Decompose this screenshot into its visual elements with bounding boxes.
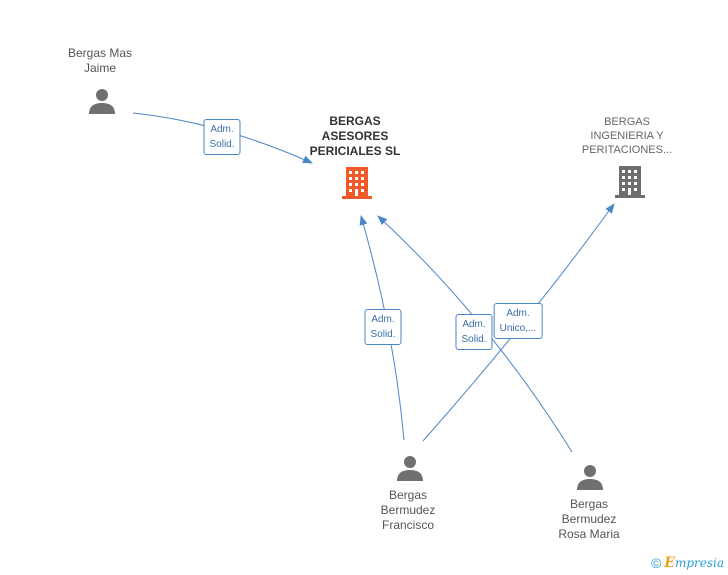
node-label-line: BERGAS bbox=[604, 116, 650, 128]
edge-label-line: Solid. bbox=[209, 139, 235, 150]
node-label-line: Jaime bbox=[83, 61, 116, 75]
node-label-line: Bergas Mas bbox=[67, 46, 133, 60]
brand-footer[interactable]: © Empresia bbox=[651, 555, 724, 571]
node-label-line: INGENIERIA Y bbox=[590, 130, 664, 142]
node-label-line: PERICIALES SL bbox=[309, 144, 401, 158]
person-icon[interactable] bbox=[89, 89, 115, 114]
copyright-icon: © bbox=[650, 555, 662, 571]
edge-label-line: Solid. bbox=[461, 334, 487, 345]
node-label-line: Rosa Maria bbox=[558, 527, 620, 541]
edge-label-jaime-focus[interactable]: Adm. Solid. bbox=[203, 119, 241, 155]
edge-label-line: Adm. bbox=[371, 314, 395, 325]
edge-label-line: Adm. bbox=[462, 319, 486, 330]
node-label-line: BERGAS bbox=[329, 114, 381, 128]
edge-label-line: Solid. bbox=[370, 329, 396, 340]
node-label-focus-company[interactable]: BERGAS ASESORES PERICIALES SL bbox=[310, 114, 401, 159]
brand-initial: E bbox=[664, 555, 675, 571]
building-icon[interactable] bbox=[342, 167, 372, 199]
node-label-line: ASESORES bbox=[321, 129, 389, 143]
brand-logo: Empresia bbox=[664, 555, 724, 571]
building-icon[interactable] bbox=[615, 166, 645, 198]
person-icon[interactable] bbox=[397, 456, 423, 481]
node-label-line: Bergas bbox=[388, 488, 428, 502]
node-label-line: PERITACIONES... bbox=[581, 144, 673, 156]
node-label-rosa[interactable]: Bergas Bermudez Rosa Maria bbox=[558, 497, 619, 542]
edge-label-francisco-focus[interactable]: Adm. Solid. bbox=[364, 309, 402, 345]
node-label-line: Francisco bbox=[381, 518, 435, 532]
node-label-line: Bermudez bbox=[380, 503, 436, 517]
node-label-ingenieria[interactable]: BERGAS INGENIERIA Y PERITACIONES... bbox=[582, 115, 672, 157]
node-label-jaime[interactable]: Bergas Mas Jaime bbox=[68, 46, 132, 76]
edge-label-francisco-ingenieria[interactable]: Adm. Unico,... bbox=[493, 303, 543, 339]
edge-label-line: Adm. bbox=[506, 308, 530, 319]
edge-label-rosa-focus[interactable]: Adm. Solid. bbox=[455, 314, 493, 350]
node-label-line: Bermudez bbox=[561, 512, 617, 526]
edge-label-line: Unico,... bbox=[499, 323, 537, 334]
person-icon[interactable] bbox=[577, 465, 603, 490]
edge-label-line: Adm. bbox=[210, 124, 234, 135]
node-label-francisco[interactable]: Bergas Bermudez Francisco bbox=[381, 488, 436, 533]
node-label-line: Bergas bbox=[569, 497, 609, 511]
brand-name: mpresia bbox=[674, 556, 724, 570]
